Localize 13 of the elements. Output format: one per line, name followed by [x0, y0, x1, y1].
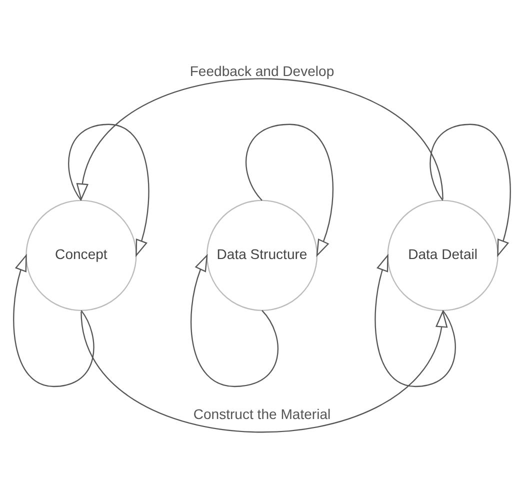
arrow [68, 124, 150, 258]
arrow [80, 310, 448, 432]
node-circle: Data Detail [387, 200, 498, 312]
arrow [430, 124, 511, 258]
edge-label: Construct the Material [193, 406, 331, 422]
node-circle: Concept [26, 200, 137, 312]
arrow [76, 78, 444, 202]
node-circle: Data Structure [206, 200, 318, 312]
edge-label: Feedback and Develop [190, 62, 334, 79]
arrow [246, 124, 334, 258]
arrow [13, 254, 94, 388]
arrow [190, 254, 278, 388]
arrow [374, 254, 456, 388]
